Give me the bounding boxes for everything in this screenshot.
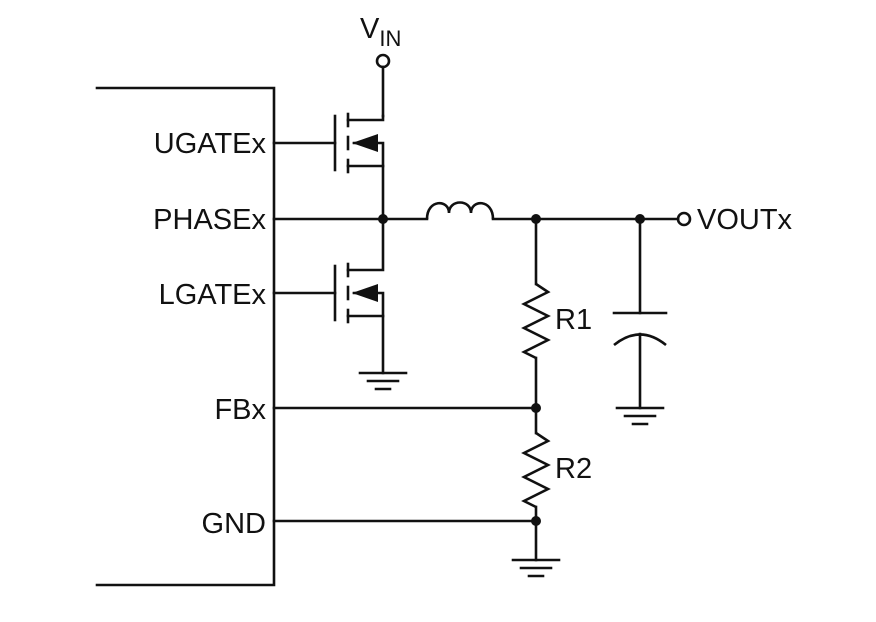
vout-terminal: [676, 211, 692, 227]
pin-label-phase: PHASEx: [153, 204, 266, 236]
ground-symbol-r2: [511, 558, 561, 578]
ic-block-outline: [95, 86, 276, 587]
high-side-mosfet: [272, 112, 385, 221]
pin-label-fb: FBx: [214, 394, 266, 426]
r1-label: R1: [555, 304, 592, 336]
gnd-junction-dot: [531, 516, 541, 526]
vin-label-subscript: IN: [379, 26, 401, 51]
vin-label: VIN: [360, 13, 401, 51]
low-side-mosfet: [272, 217, 385, 375]
resistor-r1: [521, 217, 551, 410]
resistor-r2: [521, 406, 551, 562]
ground-symbol-lowside: [358, 371, 408, 391]
inductor: [425, 201, 495, 220]
output-capacitor: [612, 217, 668, 410]
pin-label-gnd: GND: [202, 508, 266, 540]
vin-label-main: V: [360, 13, 380, 45]
r2-label: R2: [555, 453, 592, 485]
phase-junction-dot: [378, 214, 388, 224]
pin-label-ugate: UGATEx: [154, 128, 267, 160]
ground-symbol-capacitor: [615, 406, 665, 426]
pin-label-lgate: LGATEx: [159, 279, 267, 311]
vout-label: VOUTx: [697, 204, 793, 236]
vin-terminal: [375, 53, 391, 69]
